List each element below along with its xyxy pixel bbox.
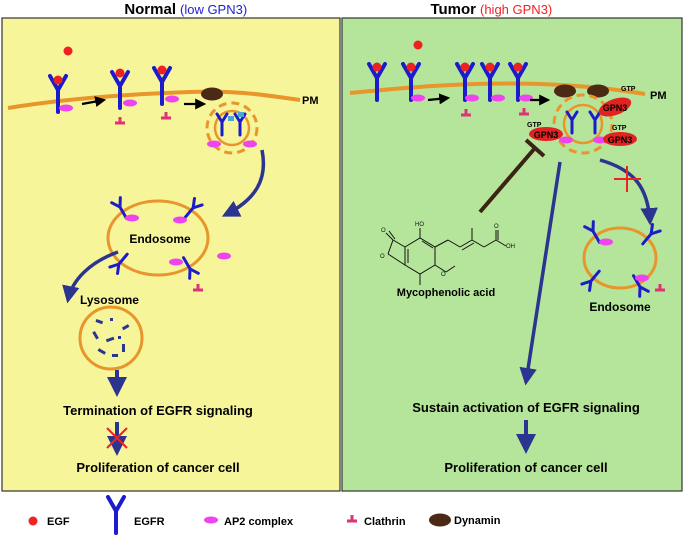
legend-ap2: AP2 complex — [224, 516, 294, 528]
mycophenolic-acid-inhibition — [478, 138, 546, 214]
ap2-complex-icon — [411, 94, 425, 102]
ap2-complex-icon — [204, 516, 218, 524]
svg-text:GPN3: GPN3 — [608, 135, 633, 145]
normal-endosome — [106, 196, 210, 280]
legend: EGF EGFR AP2 complex Clathrin Dynamin — [28, 495, 501, 535]
tumor-arrow-pit-to-endosome-blocked — [599, 158, 658, 226]
normal-outcome-termination: Termination of EGFR signaling — [63, 403, 253, 418]
ap2-complex-icon — [635, 274, 649, 282]
tumor-endosome-label: Endosome — [589, 300, 651, 314]
ap2-complex-icon — [165, 95, 179, 103]
ap2-complex-icon — [243, 140, 257, 148]
ap2-complex-icon — [125, 214, 139, 222]
egf-ligand-icon — [157, 65, 167, 75]
chem-atom-label: O — [441, 272, 446, 278]
chem-atom-label: O — [494, 224, 499, 230]
ap2-complex-icon — [173, 216, 187, 224]
egf-ligand-icon — [28, 516, 38, 526]
normal-pm-label: PM — [302, 95, 319, 107]
chem-atom-label: HO — [415, 222, 424, 228]
legend-egfr: EGFR — [134, 516, 165, 528]
tumor-endosome — [580, 220, 662, 298]
egf-ligand-icon — [63, 46, 73, 56]
legend-dynamin: Dynamin — [454, 515, 501, 527]
block-cross-icon — [614, 166, 641, 192]
ap2-complex-icon — [123, 99, 137, 107]
block-cross-icon — [106, 427, 128, 449]
legend-clathrin: Clathrin — [364, 516, 406, 528]
normal-outcome-proliferation: Proliferation of cancer cell — [76, 460, 239, 475]
svg-text:GPN3: GPN3 — [603, 103, 628, 113]
normal-title: Normal — [124, 1, 176, 18]
svg-text:GTP: GTP — [612, 125, 627, 132]
dynamin-icon — [554, 84, 576, 98]
chem-atom-label: OH — [506, 244, 515, 250]
ap2-complex-icon — [207, 140, 221, 148]
dynamin-icon — [201, 87, 223, 101]
egf-ligand-icon — [53, 75, 63, 85]
ap2-complex-icon — [465, 94, 479, 102]
clathrin-icon — [347, 515, 357, 523]
gpn3-protein-top: GPN3 GTP — [598, 86, 636, 117]
normal-subtitle: (low GPN3) — [180, 2, 247, 17]
tumor-title: Tumor — [430, 1, 476, 18]
tumor-clathrin-pit — [552, 84, 614, 155]
normal-lysosome — [78, 305, 144, 371]
legend-egf: EGF — [47, 516, 70, 528]
tumor-panel — [341, 17, 683, 492]
ap2-complex-icon — [559, 136, 573, 144]
normal-endosome-label: Endosome — [129, 232, 191, 246]
egf-ligand-icon — [513, 62, 523, 72]
svg-text:GTP: GTP — [621, 86, 636, 93]
egf-ligand-icon — [372, 62, 382, 72]
chem-atom-label: O — [381, 228, 386, 234]
egf-ligand-icon — [460, 62, 470, 72]
dynamin-icon — [429, 513, 451, 527]
drug-label: Mycophenolic acid — [397, 287, 495, 299]
tumor-subtitle: (high GPN3) — [480, 2, 552, 17]
mycophenolic-acid-structure — [385, 228, 507, 285]
svg-text:GPN3: GPN3 — [534, 130, 559, 140]
tumor-outcome-sustain: Sustain activation of EGFR signaling — [412, 400, 640, 415]
normal-lysosome-label: Lysosome — [80, 293, 139, 307]
normal-panel — [1, 17, 341, 492]
egf-ligand-icon — [413, 40, 423, 50]
normal-arrow-pit-to-endosome — [221, 149, 266, 217]
tumor-outcome-proliferation: Proliferation of cancer cell — [444, 460, 607, 475]
ap2-complex-icon — [217, 252, 231, 260]
chem-atom-label: O — [380, 254, 385, 260]
gpn3-protein-right: GPN3 GTP — [603, 125, 637, 146]
ap2-complex-icon — [599, 238, 613, 246]
tumor-arrow-pit-to-signaling — [519, 161, 562, 386]
tumor-pm-label: PM — [650, 90, 667, 102]
tumor-plasma-membrane — [349, 81, 646, 96]
ap2-complex-icon — [491, 94, 505, 102]
normal-clathrin-pit — [201, 87, 259, 155]
ap2-complex-icon — [169, 258, 183, 266]
svg-text:GTP: GTP — [527, 122, 542, 129]
egf-ligand-icon — [485, 62, 495, 72]
egf-ligand-icon — [406, 62, 416, 72]
egfr-receptor-icon — [106, 495, 126, 535]
gpn3-protein-left: GPN3 GTP — [527, 122, 563, 141]
egf-ligand-icon — [115, 68, 125, 78]
ap2-complex-icon — [59, 104, 73, 112]
normal-arrow-endosome-to-lysosome — [62, 250, 119, 304]
